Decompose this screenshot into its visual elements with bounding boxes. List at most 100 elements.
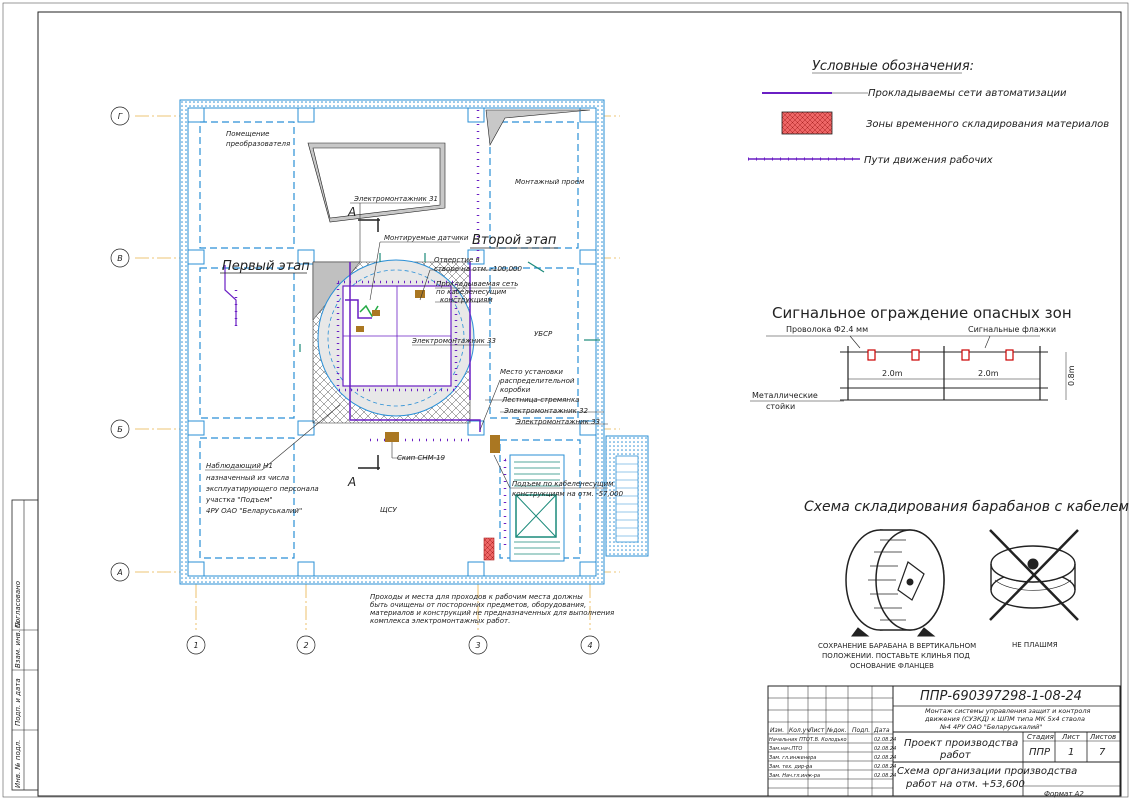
stamp-desc-2: движения (СУЗКД) к ШПМ типа МК 5х4 ствол… bbox=[924, 715, 1085, 723]
title-block: Изм. Кол.уч Лист №док. Подп. Дата Началь… bbox=[767, 685, 1121, 798]
fence-flags-label: Сигнальные флажки bbox=[968, 325, 1056, 334]
label-observer-3: эксплуатирующего персонала bbox=[206, 485, 319, 493]
stamp-stage-hdr: Стадия bbox=[1027, 733, 1054, 741]
legend: Условные обозначения: Прокладываемы сети… bbox=[748, 59, 1109, 166]
lift-cross bbox=[515, 494, 557, 538]
stamp-row5-role: Зам. Нач.гл.инж-ра bbox=[769, 773, 820, 779]
fence-flags bbox=[867, 349, 1014, 361]
stamp-row1-date: 02.08.24 bbox=[874, 737, 896, 743]
gray-zone-right bbox=[485, 109, 591, 146]
label-observer-2: назначенный из числа bbox=[206, 474, 289, 482]
note-line-2: быть очищены от посторонних предметов, о… bbox=[370, 601, 586, 609]
drum-vertical-illustration bbox=[845, 529, 945, 637]
note-line-1: Проходы и места для проходов к рабочим м… bbox=[370, 593, 583, 601]
label-observer-4: участка "Подъем" bbox=[205, 496, 273, 504]
side-agreed: Согласовано bbox=[14, 581, 22, 628]
label-hole-1: Отверстие в bbox=[434, 256, 480, 264]
label-electrician-33a: Электромонтажник 33 bbox=[411, 337, 496, 345]
side-replace-inv: Взам. инв. № bbox=[14, 620, 22, 668]
room-lower-left-outline bbox=[199, 437, 295, 559]
legend-title: Условные обозначения: bbox=[812, 59, 974, 74]
label-install-place-1: Место установки bbox=[500, 368, 563, 376]
sensor-box-3 bbox=[356, 326, 364, 332]
axis-label-2: 2 bbox=[303, 641, 308, 650]
stamp-project-1: Проект производства bbox=[904, 738, 1018, 749]
label-electrician-31: Электромонтажник 31 bbox=[353, 195, 438, 203]
stamp-hdr-podp: Подп. bbox=[852, 727, 870, 734]
label-hole-2: створе на отм. -100,000 bbox=[434, 265, 523, 273]
fence-wire-label: Проволока Ф2.4 мм bbox=[786, 325, 868, 334]
stamp-scheme-2: работ на отм. +53,600 bbox=[905, 778, 1025, 790]
drums-ok-1: СОХРАНЕНИЕ БАРАБАНА В ВЕРТИКАЛЬНОМ bbox=[818, 642, 976, 650]
drums-bad: НЕ ПЛАШМЯ bbox=[1012, 641, 1058, 649]
fence-posts-label-1: Металлические bbox=[752, 391, 818, 400]
label-electrician-33b: Электромонтажник 33 bbox=[515, 418, 600, 426]
note-line-3: материалов и конструкций не предназначен… bbox=[370, 609, 614, 617]
axis-label-a: А bbox=[116, 568, 122, 577]
stamp-row2-date: 02.08.24 bbox=[874, 746, 896, 752]
room-ubsr-outline bbox=[489, 267, 579, 419]
gray-zone-inner bbox=[312, 147, 441, 219]
section-mark-bottom: А bbox=[347, 475, 356, 489]
stamp-hdr-date: Дата bbox=[873, 727, 890, 734]
label-install-place-3: коробки bbox=[500, 386, 531, 394]
label-observer-1: Наблюдающий Н1 bbox=[206, 462, 273, 470]
stamp-row4-role: Зам. тех. дир-ра bbox=[769, 764, 812, 770]
fence-posts-label-2: стойки bbox=[766, 402, 795, 411]
label-ubsr: УБСР bbox=[534, 330, 553, 338]
label-first-stage: Первый этап bbox=[222, 259, 310, 274]
label-electrician-32: Электромонтажник 32 bbox=[503, 407, 589, 415]
drums-ok-3: ОСНОВАНИЕ ФЛАНЦЕВ bbox=[850, 662, 934, 670]
legend-item-paths: Пути движения рабочих bbox=[864, 154, 993, 166]
label-sensors: Монтируемые датчики bbox=[384, 234, 469, 242]
inner-frame bbox=[37, 11, 1122, 797]
stamp-row2-role: Зам.нач.ПТО bbox=[769, 746, 802, 752]
axis-label-1: 1 bbox=[193, 641, 198, 650]
stamp-hdr-kolich: Кол.уч bbox=[789, 727, 810, 734]
label-ladder: Лестница-стремянка bbox=[501, 396, 579, 404]
fence-span-1: 2.0m bbox=[882, 369, 903, 378]
columns bbox=[187, 107, 597, 577]
legend-item-storage: Зоны временного складирования материалов bbox=[866, 119, 1109, 130]
axis-bubbles: Г В Б А 1 2 3 4 bbox=[110, 106, 600, 655]
room-left-outline bbox=[199, 267, 295, 419]
cable-route-shaft bbox=[349, 262, 481, 432]
stamp-sheets-hdr: Листов bbox=[1089, 733, 1116, 741]
fence-title: Сигнальное ограждение опасных зон bbox=[772, 304, 1072, 322]
material-storage-zone bbox=[483, 537, 495, 561]
side-stamp: Согласовано Взам. инв. № Подп. и дата Ин… bbox=[11, 499, 39, 791]
label-install-place-2: распределительной bbox=[499, 377, 575, 385]
note-line-4: комплекса электромонтажных работ. bbox=[370, 617, 510, 625]
stamp-hdr-izm: Изм. bbox=[770, 727, 784, 734]
side-sign-date: Подп. и дата bbox=[14, 678, 22, 726]
label-laid-net-3: конструкциям bbox=[440, 296, 493, 304]
stair-steps bbox=[514, 461, 560, 555]
axis-label-v: В bbox=[117, 254, 123, 263]
axis-label-4: 4 bbox=[587, 641, 592, 650]
label-shchsu: ЩСУ bbox=[380, 506, 398, 514]
drums-diagram: Схема складирования барабанов с кабелем … bbox=[804, 499, 1129, 670]
drums-ok-2: ПОЛОЖЕНИИ. ПОСТАВЬТЕ КЛИНЬЯ ПОД bbox=[822, 652, 970, 660]
drum-flat-illustration bbox=[989, 529, 1079, 621]
stamp-hdr-ndok: №док. bbox=[826, 727, 847, 734]
sensor-box bbox=[372, 310, 380, 316]
label-laid-net-2: по кабеленесущим bbox=[436, 288, 507, 296]
axis-label-g: Г bbox=[118, 112, 123, 121]
side-inv-number: Инв. № подл. bbox=[14, 740, 22, 788]
axis-label-b: Б bbox=[117, 425, 123, 434]
axis-label-3: 3 bbox=[475, 641, 480, 650]
room-converter-outline bbox=[199, 121, 295, 249]
fence-span-2: 2.0m bbox=[978, 369, 999, 378]
stamp-row1-role: Начальник ПТО bbox=[769, 737, 810, 743]
stamp-stage: ППР bbox=[1029, 747, 1051, 758]
label-second-stage: Второй этап bbox=[472, 233, 557, 248]
stamp-row5-date: 02.08.24 bbox=[874, 773, 896, 779]
stamp-sheets: 7 bbox=[1099, 747, 1106, 758]
ladder-symbol bbox=[490, 435, 500, 453]
stamp-sheet: 1 bbox=[1068, 747, 1074, 758]
label-observer-5: 4РУ ОАО "Беларуськалий" bbox=[206, 507, 302, 515]
leader-lines bbox=[205, 202, 608, 489]
stamp-row4-date: 02.08.24 bbox=[874, 764, 896, 770]
